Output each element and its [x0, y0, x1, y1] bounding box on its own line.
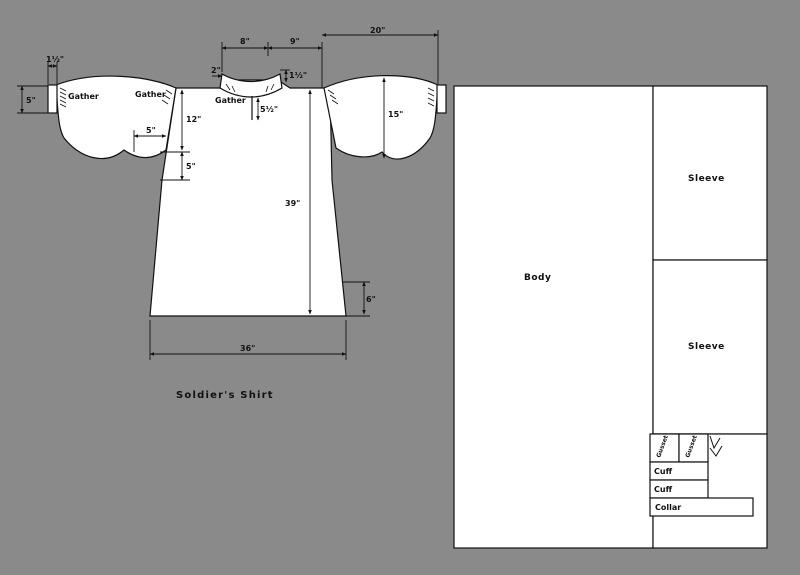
dim-body-length: 39" [285, 199, 300, 208]
piece-gusset-1 [649, 433, 680, 463]
cutting-marks [709, 435, 723, 457]
dim-neck-slit: 5½" [260, 104, 278, 114]
piece-collar [649, 497, 754, 517]
right-cuff [436, 84, 447, 114]
piece-body [453, 85, 654, 549]
dim-collar-width: 2" [211, 66, 221, 75]
dim-sleeve-length: 20" [370, 26, 385, 35]
piece-gusset-2 [678, 433, 709, 463]
dim-collar-half-width: 8" [240, 37, 250, 46]
dim-cuff-width: 1½" [46, 54, 64, 64]
dim-collar-height: 1½" [289, 70, 307, 80]
dim-gusset-width: 5" [146, 126, 156, 135]
shirt-drawing [47, 73, 447, 317]
left-sleeve [55, 75, 177, 160]
gather-marks [59, 83, 435, 108]
label-sleeve-1: Sleeve [688, 174, 725, 184]
label-cuff-1: Cuff [654, 467, 673, 476]
cutting-layout [453, 85, 768, 549]
dim-shoulder-to-collar: 9" [290, 37, 300, 46]
right-sleeve [323, 75, 439, 160]
dim-cuff-height: 5" [26, 96, 36, 105]
dim-side-slit: 6" [366, 295, 376, 304]
left-cuff [47, 84, 58, 114]
shirt-body [149, 79, 347, 317]
diagram-title: Soldier's Shirt [176, 390, 274, 401]
gather-label-left-sleeve: Gather [68, 92, 99, 101]
dim-body-width: 36" [240, 344, 255, 353]
piece-sleeve-2 [652, 259, 768, 435]
label-collar: Collar [655, 503, 681, 512]
label-sleeve-2: Sleeve [688, 342, 725, 352]
dim-sleeve-opening: 15" [388, 110, 403, 119]
piece-sleeve-1 [652, 85, 768, 261]
dim-gusset-height: 5" [186, 162, 196, 171]
label-body: Body [524, 273, 551, 283]
label-cuff-2: Cuff [654, 485, 673, 494]
dim-armhole-depth: 12" [186, 115, 201, 124]
dimension-lines [17, 30, 439, 360]
gather-label-shoulder: Gather [135, 90, 166, 99]
gather-label-collar: Gather [215, 96, 246, 105]
